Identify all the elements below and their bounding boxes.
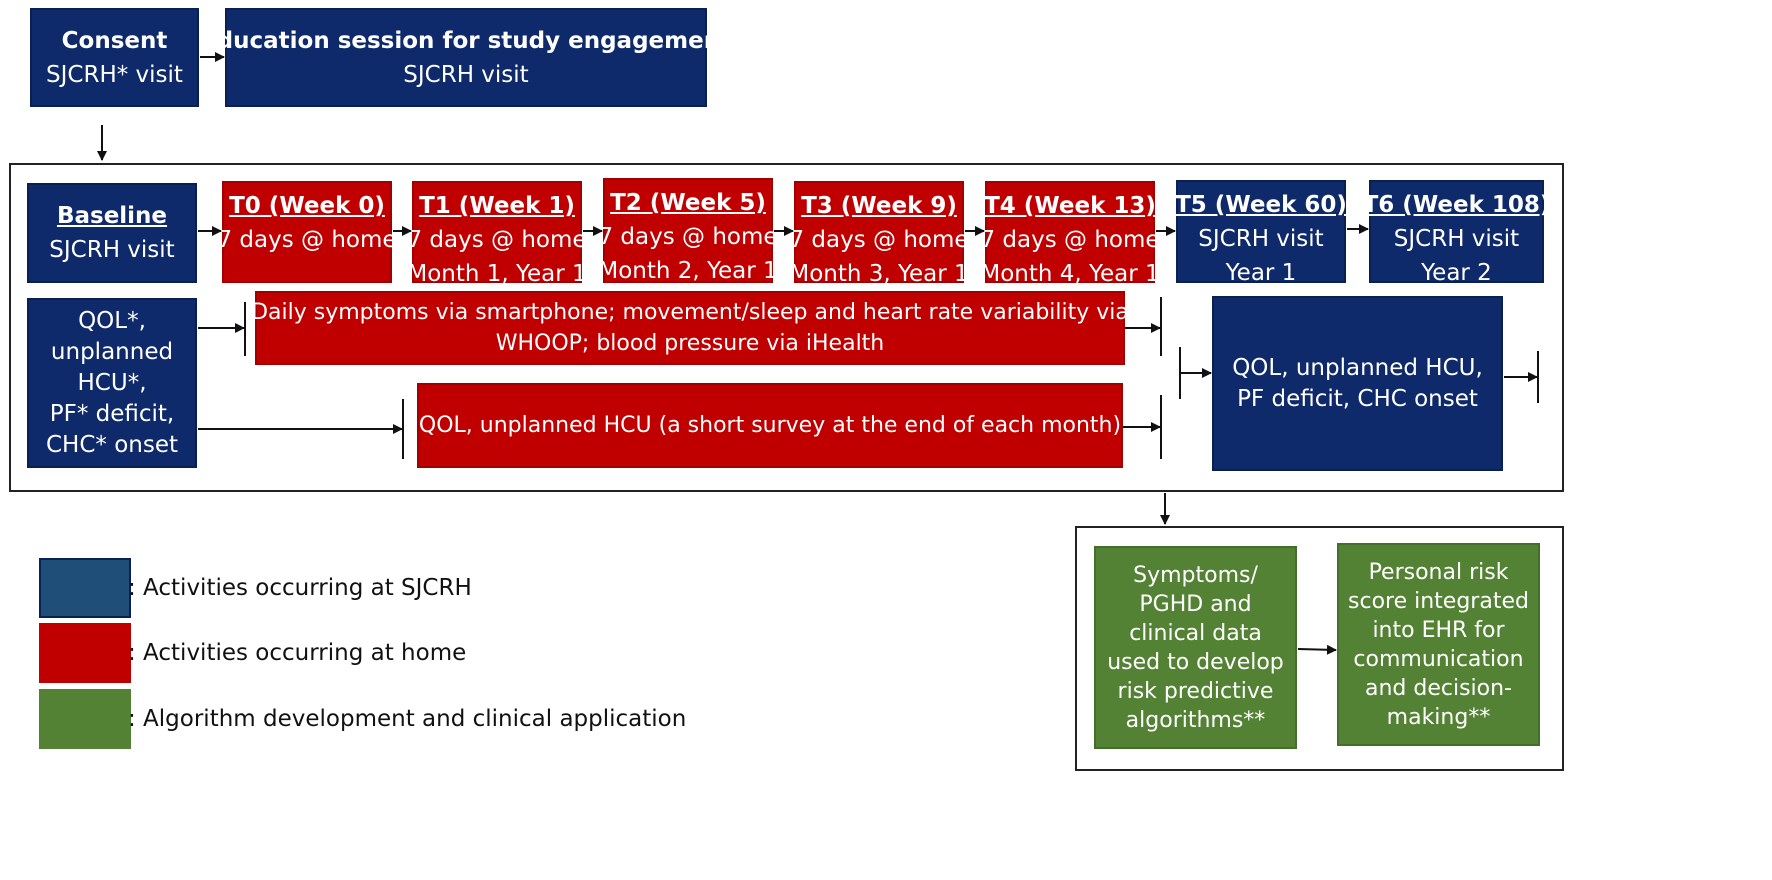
legend-label-home: : Activities occurring at home xyxy=(128,640,467,666)
timepoint-t5: T5 (Week 60) SJCRH visit Year 1 xyxy=(1175,180,1347,286)
consent-title: Consent xyxy=(61,27,168,54)
timepoint-title: T4 (Week 13) xyxy=(984,193,1156,219)
outcomes-line: CHC* onset xyxy=(45,431,179,458)
timepoint-line: Month 1, Year 1 xyxy=(407,261,587,287)
consent-box: Consent SJCRH* visit xyxy=(30,8,199,107)
daily-line: WHOOP; blood pressure via iHealth xyxy=(495,331,885,356)
legend-swatch-home xyxy=(39,623,131,683)
followup-outcomes-box: QOL, unplanned HCU, PF deficit, CHC onse… xyxy=(1212,296,1503,471)
outcomes-line: unplanned xyxy=(50,338,174,365)
followup-line: PF deficit, CHC onset xyxy=(1237,385,1478,412)
baseline-subtitle: SJCRH visit xyxy=(49,237,175,263)
timepoint-line: 7 days @ home xyxy=(789,227,969,253)
timepoint-line: SJCRH visit xyxy=(1198,226,1324,252)
timepoint-line: Month 2, Year 1 xyxy=(598,258,778,284)
timepoint-line: 7 days @ home xyxy=(407,227,587,253)
timepoint-title: T1 (Week 1) xyxy=(419,193,575,219)
timepoint-title: T0 (Week 0) xyxy=(229,193,385,219)
timepoint-t1: T1 (Week 1) 7 days @ home Month 1, Year … xyxy=(407,181,587,287)
outcomes-line: PF* deficit, xyxy=(49,400,175,427)
risk-score-line: Personal risk xyxy=(1368,559,1509,585)
timepoint-line: Month 4, Year 1 xyxy=(980,261,1160,287)
consent-subtitle: SJCRH* visit xyxy=(46,61,183,88)
algorithm-line: clinical data xyxy=(1129,620,1262,646)
timepoint-t4: T4 (Week 13) 7 days @ home Month 4, Year… xyxy=(980,181,1160,287)
outcomes-line: QOL*, xyxy=(78,307,146,334)
timepoint-title: T3 (Week 9) xyxy=(801,193,957,219)
timepoint-line: Year 2 xyxy=(1421,260,1492,286)
study-timeline-frame xyxy=(9,163,1564,492)
algorithm-line: algorithms** xyxy=(1125,707,1266,733)
outcomes-line: HCU*, xyxy=(77,369,147,396)
monthly-survey-box: QOL, unplanned HCU (a short survey at th… xyxy=(417,383,1123,468)
monthly-text: QOL, unplanned HCU (a short survey at th… xyxy=(418,412,1122,438)
algorithm-line: PGHD and xyxy=(1139,591,1252,617)
timepoint-line: 7 days @ home xyxy=(217,227,397,253)
timepoint-title: T2 (Week 5) xyxy=(610,190,766,216)
timepoint-line: Month 3, Year 1 xyxy=(789,261,969,287)
algorithm-line: used to develop xyxy=(1107,649,1284,675)
timepoint-line: 7 days @ home xyxy=(598,224,778,250)
risk-score-line: into EHR for xyxy=(1372,617,1505,643)
risk-score-line: and decision- xyxy=(1364,675,1512,701)
timepoint-line: 7 days @ home xyxy=(980,227,1160,253)
algorithm-line: risk predictive xyxy=(1117,678,1274,704)
algorithm-development-box: Symptoms/ PGHD and clinical data used to… xyxy=(1094,546,1297,749)
timepoint-t0: T0 (Week 0) 7 days @ home xyxy=(217,181,397,283)
timepoint-line: Year 1 xyxy=(1225,260,1297,286)
daily-monitoring-box: Daily symptoms via smartphone; movement/… xyxy=(251,291,1129,365)
education-subtitle: SJCRH visit xyxy=(403,61,529,88)
timepoint-title: T5 (Week 60) xyxy=(1175,192,1347,218)
baseline-title: Baseline xyxy=(56,203,168,229)
risk-score-line: making** xyxy=(1386,704,1491,730)
education-title: Education session for study engagement xyxy=(200,27,732,54)
legend-swatch-sjcrh xyxy=(39,558,131,618)
risk-score-box: Personal risk score integrated into EHR … xyxy=(1337,543,1540,746)
outcomes-box: QOL*, unplanned HCU*, PF* deficit, CHC* … xyxy=(27,298,197,468)
algorithm-line: Symptoms/ xyxy=(1133,562,1258,588)
followup-line: QOL, unplanned HCU, xyxy=(1232,354,1483,381)
timepoint-line: SJCRH visit xyxy=(1393,226,1520,252)
legend-swatch-algorithm xyxy=(39,689,131,749)
education-box: Education session for study engagement S… xyxy=(201,8,731,107)
legend-label-algorithm: : Algorithm development and clinical app… xyxy=(128,706,687,732)
timepoint-t3: T3 (Week 9) 7 days @ home Month 3, Year … xyxy=(789,181,969,287)
algorithm-frame xyxy=(1075,526,1564,771)
baseline-box: Baseline SJCRH visit xyxy=(27,183,197,283)
legend-label-sjcrh: : Activities occurring at SJCRH xyxy=(128,575,472,601)
daily-line: Daily symptoms via smartphone; movement/… xyxy=(251,300,1129,325)
timepoint-t2: T2 (Week 5) 7 days @ home Month 2, Year … xyxy=(598,178,778,284)
timepoint-t6: T6 (Week 108) SJCRH visit Year 2 xyxy=(1363,180,1550,286)
risk-score-line: score integrated xyxy=(1348,588,1529,614)
risk-score-line: communication xyxy=(1353,646,1524,672)
timepoint-title: T6 (Week 108) xyxy=(1362,192,1551,218)
